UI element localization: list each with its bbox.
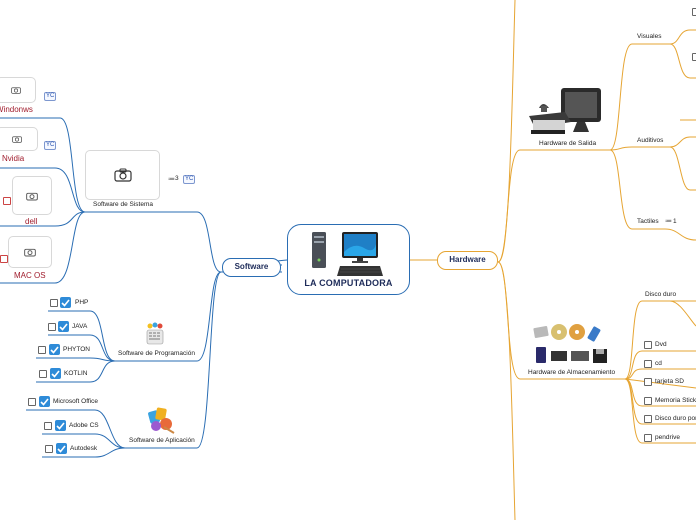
java-check-icon	[58, 321, 69, 332]
tarjeta-sd-checkbox[interactable]	[644, 378, 652, 386]
windows-tag: YC	[44, 92, 57, 101]
office-check-icon	[39, 396, 50, 407]
autodesk-check-icon	[56, 443, 67, 454]
visuales-label[interactable]: Visuales	[637, 33, 662, 40]
windows-image[interactable]	[0, 77, 36, 103]
camera-icon	[12, 136, 22, 143]
autodesk-label[interactable]: Autodesk	[70, 445, 98, 452]
tactiles-label[interactable]: Tactiles	[637, 218, 659, 225]
cd-checkbox[interactable]	[644, 360, 652, 368]
windows-label[interactable]: Windonws	[0, 105, 33, 114]
nvidia-image[interactable]	[0, 127, 38, 151]
camera-icon	[11, 87, 21, 94]
office-label[interactable]: Microsoft Office	[53, 398, 99, 405]
pendrive-label[interactable]: pendrive	[655, 434, 680, 441]
storage-hardware-image	[533, 324, 607, 363]
software-label: Software	[234, 262, 269, 271]
edge-checkbox[interactable]	[692, 8, 696, 16]
php-check-icon	[60, 297, 71, 308]
kotlin-check-icon	[50, 368, 61, 379]
central-topic[interactable]: LA COMPUTADORA	[287, 224, 410, 295]
aplicacion-label[interactable]: Software de Aplicación	[129, 437, 195, 444]
camera-icon	[24, 248, 36, 257]
software-topic[interactable]: Software	[222, 258, 281, 277]
adobe-checkbox[interactable]	[44, 422, 52, 430]
adobe-label[interactable]: Adobe CS	[69, 422, 99, 429]
sistema-badges: ≔ 3 YC	[168, 175, 198, 185]
edge-checkbox[interactable]	[692, 53, 696, 61]
disco-duro-port-checkbox[interactable]	[644, 415, 652, 423]
nvidia-label[interactable]: Nvidia	[2, 154, 25, 163]
php-label[interactable]: PHP	[75, 299, 89, 306]
disco-duro-port-label[interactable]: Disco duro port	[655, 415, 696, 422]
list-icon: ≔	[168, 176, 175, 183]
phyton-check-icon	[49, 344, 60, 355]
camera-icon	[113, 168, 132, 182]
sistema-image-placeholder[interactable]	[85, 150, 160, 200]
programming-icon	[146, 322, 164, 345]
dell-checkbox[interactable]	[3, 197, 11, 205]
applications-icon	[148, 407, 175, 434]
dvd-checkbox[interactable]	[644, 341, 652, 349]
office-checkbox[interactable]	[28, 398, 36, 406]
macos-label[interactable]: MAC OS	[14, 271, 46, 280]
hardware-label: Hardware	[449, 255, 486, 264]
pendrive-checkbox[interactable]	[644, 434, 652, 442]
list-icon: ≔	[665, 218, 672, 225]
adobe-check-icon	[55, 420, 66, 431]
dell-label[interactable]: dell	[25, 217, 38, 226]
phyton-label[interactable]: PHYTON	[63, 346, 90, 353]
output-hardware-image	[529, 88, 601, 134]
tactiles-count: 1	[673, 218, 677, 225]
dell-image[interactable]	[12, 176, 52, 215]
cd-label[interactable]: cd	[655, 360, 662, 367]
memoria-stick-checkbox[interactable]	[644, 397, 652, 405]
sistema-count: 3	[175, 175, 179, 182]
salida-label[interactable]: Hardware de Salida	[539, 140, 597, 147]
sistema-label[interactable]: Software de Sistema	[93, 201, 153, 208]
computer-image	[312, 232, 383, 276]
java-label[interactable]: JAVA	[72, 323, 88, 330]
autodesk-checkbox[interactable]	[45, 445, 53, 453]
macos-image[interactable]	[8, 236, 52, 268]
disco-duro-label[interactable]: Disco duro	[645, 291, 677, 298]
java-checkbox[interactable]	[48, 323, 56, 331]
macos-checkbox[interactable]	[0, 255, 8, 263]
kotlin-checkbox[interactable]	[39, 370, 47, 378]
dvd-label[interactable]: Dvd	[655, 341, 667, 348]
auditivos-label[interactable]: Auditivos	[637, 137, 664, 144]
tarjeta-sd-label[interactable]: tarjeta SD	[655, 378, 684, 385]
memoria-stick-label[interactable]: Memoria Stick	[655, 397, 696, 404]
phyton-checkbox[interactable]	[38, 346, 46, 354]
camera-icon	[26, 192, 38, 200]
central-title: LA COMPUTADORA	[304, 278, 393, 288]
nvidia-tag: YC	[44, 141, 57, 150]
hardware-topic[interactable]: Hardware	[437, 251, 498, 270]
almacenamiento-label[interactable]: Hardware de Almacenamiento	[528, 369, 616, 376]
php-checkbox[interactable]	[50, 299, 58, 307]
programacion-label[interactable]: Software de Programación	[118, 350, 195, 357]
sistema-tag: YC	[183, 175, 196, 184]
kotlin-label[interactable]: KOTLIN	[64, 370, 88, 377]
